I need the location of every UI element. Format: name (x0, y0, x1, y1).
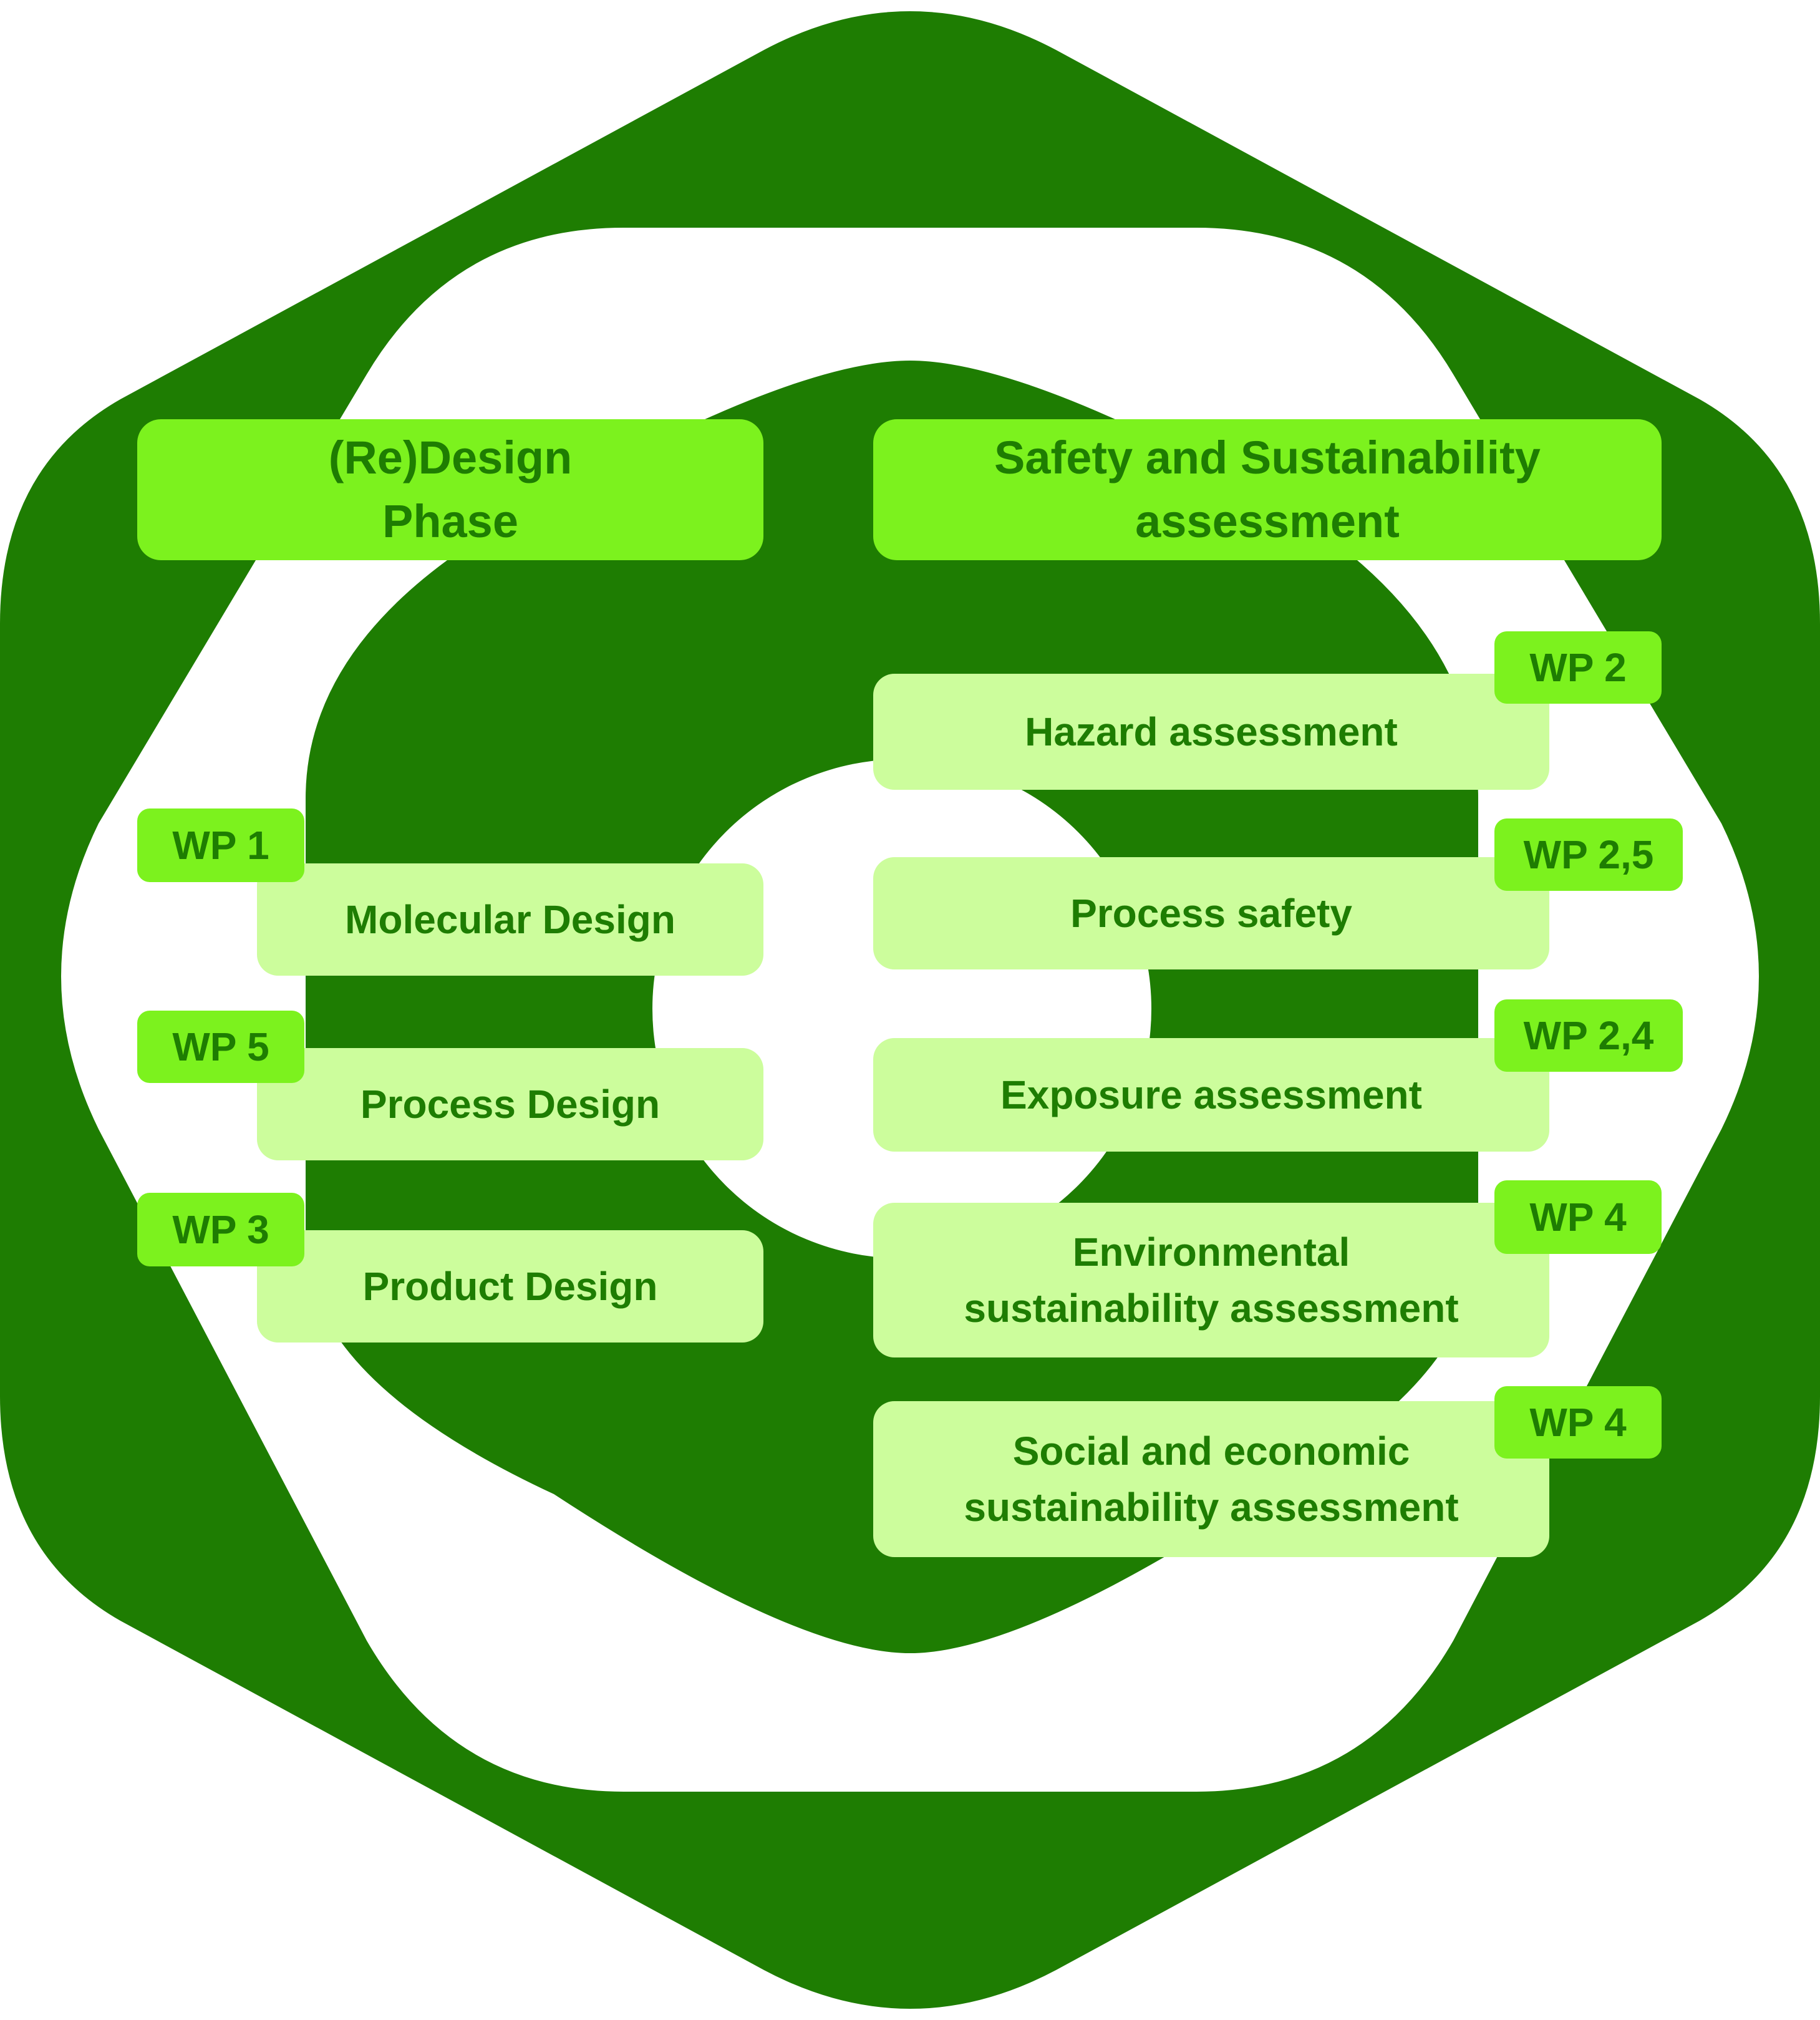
wp-badge-molecular: WP 1 (137, 808, 304, 882)
process-design-box: Process Design (257, 1048, 763, 1160)
design-phase-header: (Re)Design Phase (137, 419, 763, 560)
hazard-assessment-box: Hazard assessment (873, 674, 1549, 790)
wp-label: WP 1 (172, 823, 269, 868)
molecular-design-label: Molecular Design (345, 897, 675, 942)
process-design-label: Process Design (360, 1082, 661, 1127)
environmental-assessment-box: Environmental sustainability assessment (873, 1203, 1549, 1357)
wp-badge-environmental: WP 4 (1494, 1180, 1662, 1254)
wp-badge-process-safety: WP 2,5 (1494, 818, 1683, 891)
social-economic-assessment-label: Social and economic sustainability asses… (964, 1429, 1459, 1530)
assessment-header: Safety and Sustainability assessment (873, 419, 1662, 560)
hazard-assessment-label: Hazard assessment (1025, 709, 1398, 754)
wp-badge-product: WP 3 (137, 1193, 304, 1266)
wp-label: WP 2,5 (1523, 832, 1654, 877)
wp-badge-hazard: WP 2 (1494, 631, 1662, 704)
environmental-assessment-label: Environmental sustainability assessment (964, 1230, 1459, 1331)
wp-label: WP 4 (1529, 1195, 1627, 1240)
wp-badge-process-design: WP 5 (137, 1011, 304, 1083)
wp-badge-social-economic: WP 4 (1494, 1386, 1662, 1459)
assessment-title: Safety and Sustainability assessment (994, 432, 1541, 547)
wp-label: WP 5 (172, 1024, 269, 1069)
product-design-label: Product Design (362, 1264, 658, 1309)
process-safety-box: Process safety (873, 857, 1549, 969)
wp-badge-exposure: WP 2,4 (1494, 999, 1683, 1072)
process-safety-label: Process safety (1070, 891, 1352, 936)
wp-label: WP 2 (1529, 645, 1627, 690)
wp-label: WP 4 (1529, 1400, 1627, 1445)
product-design-box: Product Design (257, 1230, 763, 1343)
wp-label: WP 2,4 (1523, 1013, 1654, 1058)
molecular-design-box: Molecular Design (257, 863, 763, 976)
center-circle (652, 759, 1151, 1258)
social-economic-assessment-box: Social and economic sustainability asses… (873, 1401, 1549, 1557)
exposure-assessment-label: Exposure assessment (1000, 1072, 1422, 1117)
design-phase-title: (Re)Design Phase (328, 432, 573, 547)
exposure-assessment-box: Exposure assessment (873, 1038, 1549, 1152)
wp-label: WP 3 (172, 1207, 269, 1252)
